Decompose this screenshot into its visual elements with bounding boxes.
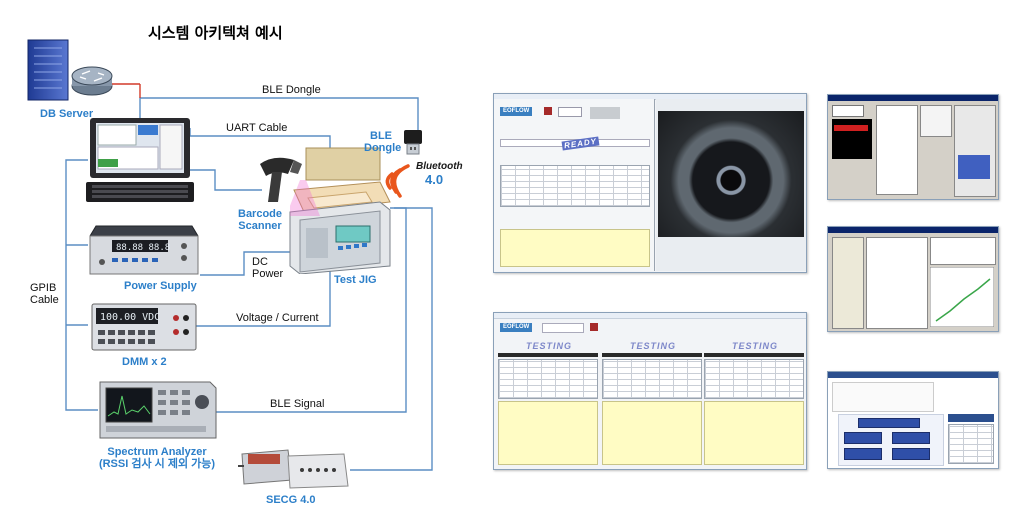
server-icon: [27, 39, 113, 101]
spectrum-analyzer-label-line-1: Spectrum Analyzer: [107, 446, 207, 458]
eoflow-logo-2: EOFLOW: [500, 323, 533, 332]
dc-power-label: DC Power: [252, 256, 283, 280]
barcode-scanner-label-line-1: Barcode: [238, 208, 283, 220]
dc-power-label-line-1: DC: [252, 256, 268, 268]
bluetooth-version: 4.0: [425, 172, 444, 187]
channel-3-panel: TESTING: [704, 341, 804, 465]
log-panel: [500, 229, 650, 267]
ble-dongle-label: BLE Dongle: [364, 130, 402, 154]
testing-screen-screenshot: EOFLOW TESTING TESTING TESTING: [493, 312, 807, 470]
camera-feed-image: [658, 111, 804, 237]
test-jig-icon: [289, 147, 391, 274]
diagram-title: 시스템 아키텍쳐 예시: [148, 24, 283, 42]
svg-text:100.00 VDC: 100.00 VDC: [100, 312, 160, 323]
test-app-window: EOFLOW READY: [494, 99, 655, 271]
eoflow-logo: EOFLOW: [500, 107, 533, 116]
testing-stamp-2: TESTING: [630, 341, 677, 351]
spectrum-analyzer-label-line-2: (RSSI 검사 시 제외 가능): [98, 458, 216, 470]
secg-icon: [238, 449, 349, 489]
test-program-screenshot-3: [827, 371, 999, 469]
ble-signal-label: BLE Signal: [270, 398, 325, 410]
result-graph: [930, 267, 994, 327]
barcode-scanner-icon: [260, 157, 302, 202]
bluetooth-label: Bluetooth: [416, 161, 463, 172]
test-program-screenshot-1: [827, 94, 999, 200]
gpib-cable-label-line-2: Cable: [30, 294, 59, 306]
dc-power-line: [200, 251, 300, 276]
gpib-cable-line: [65, 159, 98, 411]
test-jig-label: Test JIG: [334, 274, 377, 286]
result-table: [500, 165, 650, 207]
spectrum-analyzer-icon: [99, 381, 217, 439]
gpib-cable-label: GPIB Cable: [30, 282, 59, 306]
channel-2-panel: TESTING: [602, 341, 702, 465]
barcode-scanner-label-line-2: Scanner: [238, 220, 282, 232]
uart-cable-label: UART Cable: [226, 122, 288, 134]
secg-line: [350, 207, 433, 471]
gpib-cable-label-line-1: GPIB: [30, 282, 57, 294]
ble-dongle-label-line-2: Dongle: [364, 142, 402, 154]
ble-dongle-line-label: BLE Dongle: [262, 84, 321, 96]
ble-dongle-label-line-1: BLE: [370, 130, 392, 142]
power-supply-label: Power Supply: [124, 280, 197, 292]
pc-icon: [86, 118, 194, 202]
ble-dongle-icon: [404, 130, 422, 155]
dc-power-label-line-2: Power: [252, 268, 284, 280]
testing-stamp-3: TESTING: [732, 341, 779, 351]
voltage-current-line: [196, 262, 331, 327]
power-supply-icon: 88.88 88.8: [89, 225, 199, 275]
secg-label: SECG 4.0: [266, 494, 316, 506]
voltage-current-label: Voltage / Current: [236, 312, 319, 324]
db-server-label: DB Server: [40, 108, 94, 120]
svg-text:88.88 88.8: 88.88 88.8: [116, 243, 170, 253]
laser-beam: [290, 180, 320, 216]
test-program-screenshot-2: [827, 226, 999, 332]
ready-screen-screenshot: EOFLOW READY: [493, 93, 807, 273]
scanner-link-line: [190, 169, 262, 191]
spectrum-analyzer-label: Spectrum Analyzer (RSSI 검사 시 제외 가능): [80, 446, 234, 470]
channel-1-panel: TESTING: [498, 341, 598, 465]
ble-dongle-line: [139, 97, 419, 140]
dmm-label: DMM x 2: [122, 356, 167, 368]
camera-window: [656, 99, 806, 271]
bluetooth-signal-icon: [385, 164, 410, 198]
testing-stamp-1: TESTING: [526, 341, 573, 351]
barcode-scanner-label: Barcode Scanner: [238, 208, 282, 232]
dmm-icon: 100.00 VDC: [91, 303, 197, 351]
